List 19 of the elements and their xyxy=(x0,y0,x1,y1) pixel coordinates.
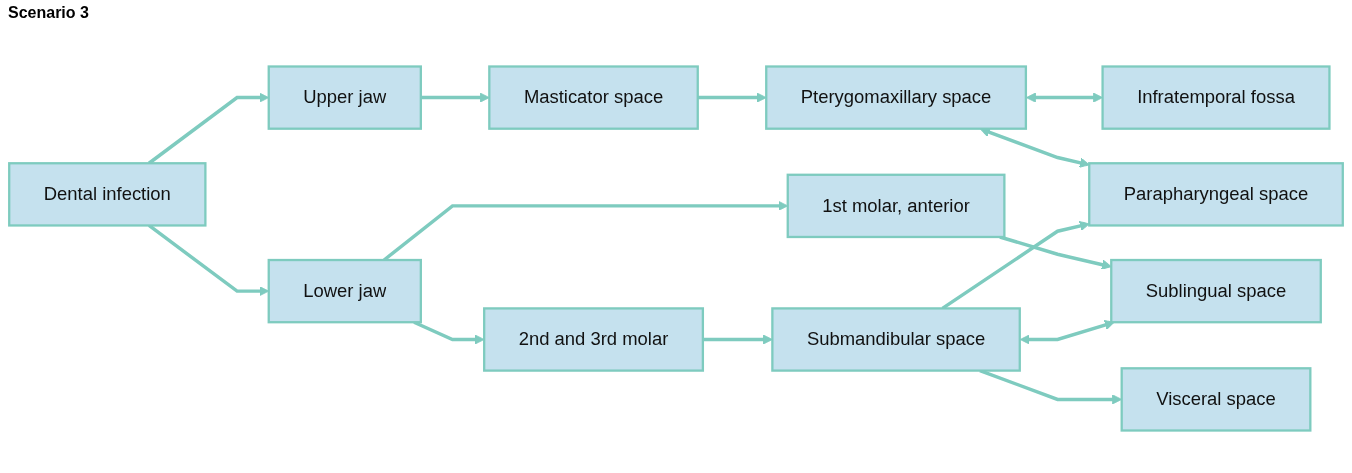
arrow xyxy=(702,334,773,345)
node-box: Dental infection xyxy=(8,162,207,227)
node-box: Submandibular space xyxy=(771,307,1021,372)
node-box: Sublingual space xyxy=(1110,258,1322,324)
arrow xyxy=(999,235,1112,270)
node-box: Parapharyngeal space xyxy=(1088,162,1344,227)
arrow xyxy=(1019,320,1115,345)
node-box: Lower jaw xyxy=(267,258,422,324)
arrow xyxy=(413,320,485,345)
node-box: 1st molar, anterior xyxy=(786,173,1006,239)
node-box: Upper jaw xyxy=(267,65,422,130)
node-box: Pterygomaxillary space xyxy=(765,65,1028,130)
diagram-title: Scenario 3 xyxy=(8,4,89,22)
node-box: Infratemporal fossa xyxy=(1101,65,1331,130)
node-box: 2nd and 3rd molar xyxy=(483,307,705,372)
arrow xyxy=(697,92,767,103)
arrow xyxy=(420,92,490,103)
node-box: Masticator space xyxy=(488,65,699,130)
node-box: Visceral space xyxy=(1120,367,1312,432)
